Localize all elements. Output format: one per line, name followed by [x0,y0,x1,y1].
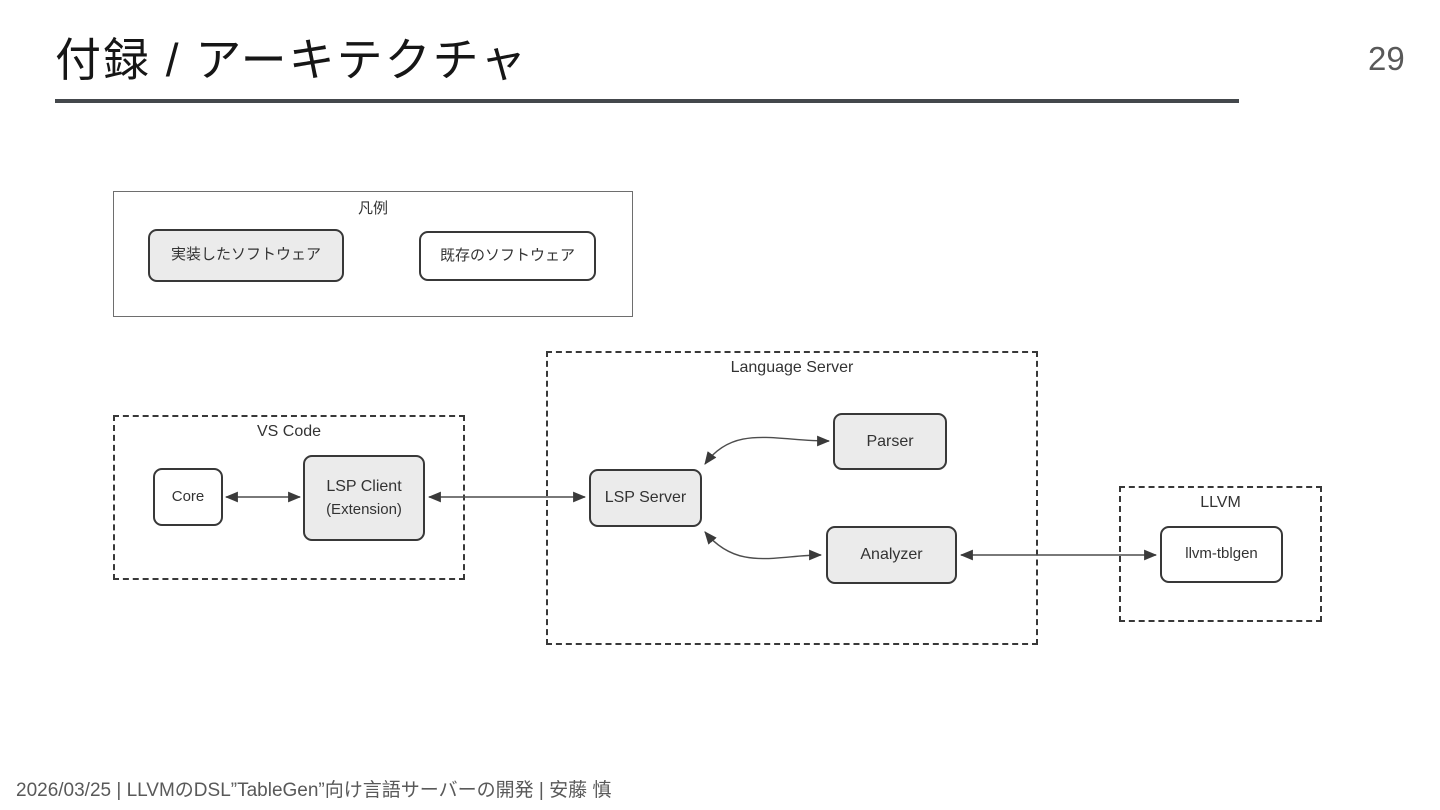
node-lsp-client-label: LSP Client [326,477,402,495]
node-lsp-client-sublabel: (Extension) [326,500,402,518]
node-analyzer: Analyzer [826,526,957,584]
legend-item-implemented: 実装したソフトウェア [148,229,344,282]
page-title: 付録 / アーキテクチャ [55,34,529,86]
legend-item-existing: 既存のソフトウェア [419,231,596,281]
group-vscode-label: VS Code [256,423,322,440]
legend-box: 凡例 実装したソフトウェア 既存のソフトウェア [113,191,633,317]
node-core-label: Core [171,487,205,505]
node-analyzer-label: Analyzer [860,546,923,563]
node-parser-label: Parser [866,432,914,450]
node-lsp-server: LSP Server [589,469,702,527]
page-number: 29 [1368,40,1405,77]
node-lsp-client: LSP Client (Extension) [303,455,425,541]
group-language-server-label: Language Server [730,359,854,376]
group-llvm-label: LLVM [1200,494,1241,511]
node-lsp-server-label: LSP Server [604,489,687,506]
node-llvm-tblgen-label: llvm-tblgen [1185,545,1258,563]
node-llvm-tblgen: llvm-tblgen [1160,526,1283,583]
node-core: Core [153,468,223,526]
legend-title: 凡例 [357,200,388,217]
title-underline [55,99,1239,103]
node-parser: Parser [833,413,947,470]
footer-text: 2026/03/25 | LLVMのDSL”TableGen”向け言語サーバーの… [16,780,612,801]
